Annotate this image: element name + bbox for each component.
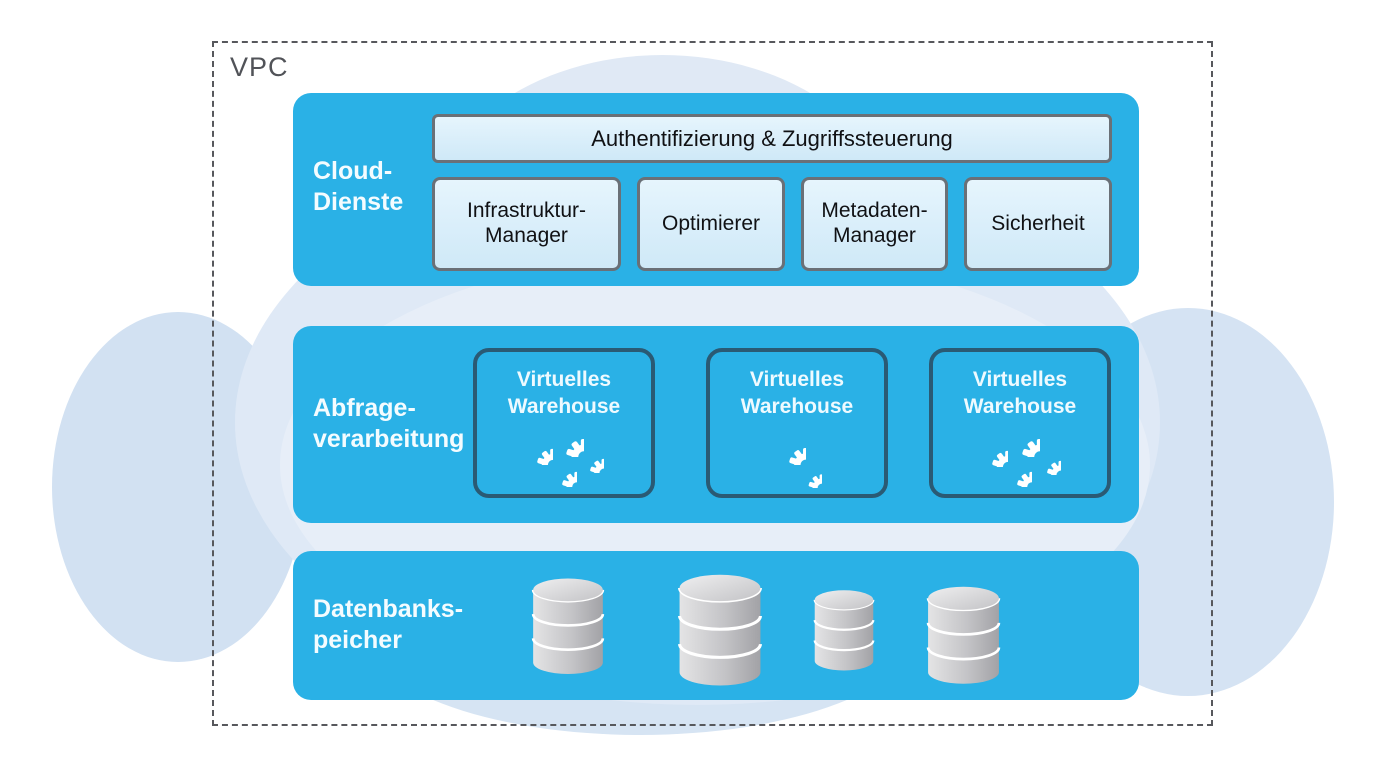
service-box-infrastructure-manager: Infrastruktur- Manager xyxy=(432,177,621,271)
virtual-warehouse-box-1: Virtuelles Warehouse xyxy=(473,348,655,498)
layer-query-processing: Abfrage- verarbeitung Virtuelles Warehou… xyxy=(293,326,1139,523)
gear-icon xyxy=(794,460,822,488)
service-label: Metadaten- Manager xyxy=(821,199,928,247)
gear-icon xyxy=(1001,456,1032,487)
virtual-warehouse-label: Virtuelles Warehouse xyxy=(507,368,621,419)
layer-database-storage-label: Datenbanks- peicher xyxy=(313,595,464,654)
layer-cloud-services: Cloud- Dienste Authentifizierung & Zugri… xyxy=(293,93,1139,286)
service-box-metadata-manager: Metadaten- Manager xyxy=(801,177,948,271)
gear-icon xyxy=(546,456,577,487)
virtual-warehouse-label: Virtuelles Warehouse xyxy=(963,368,1077,419)
database-icon xyxy=(676,573,764,689)
service-box-optimizer: Optimierer xyxy=(637,177,785,271)
layer-query-processing-label: Abfrage- verarbeitung xyxy=(313,394,465,453)
vpc-label: VPC xyxy=(230,52,289,82)
virtual-warehouse-label: Virtuelles Warehouse xyxy=(740,368,854,419)
vpc-boundary xyxy=(212,41,1213,726)
gear-icon xyxy=(575,444,604,473)
gear-icon xyxy=(1032,446,1061,475)
service-label: Optimierer xyxy=(661,211,761,235)
database-icon xyxy=(530,577,606,677)
service-box-security: Sicherheit xyxy=(964,177,1112,271)
service-label: Infrastruktur- Manager xyxy=(466,199,587,247)
service-label: Sicherheit xyxy=(991,211,1085,235)
auth-access-control-box: Authentifizierung & Zugriffssteuerung xyxy=(432,114,1112,163)
database-icon xyxy=(925,585,1002,687)
database-icon xyxy=(812,589,876,673)
layer-cloud-services-label: Cloud- Dienste xyxy=(313,157,404,216)
virtual-warehouse-box-3: Virtuelles Warehouse xyxy=(929,348,1111,498)
layer-database-storage: Datenbanks- peicher xyxy=(293,551,1139,700)
auth-access-control-label: Authentifizierung & Zugriffssteuerung xyxy=(591,125,953,151)
virtual-warehouse-box-2: Virtuelles Warehouse xyxy=(706,348,888,498)
